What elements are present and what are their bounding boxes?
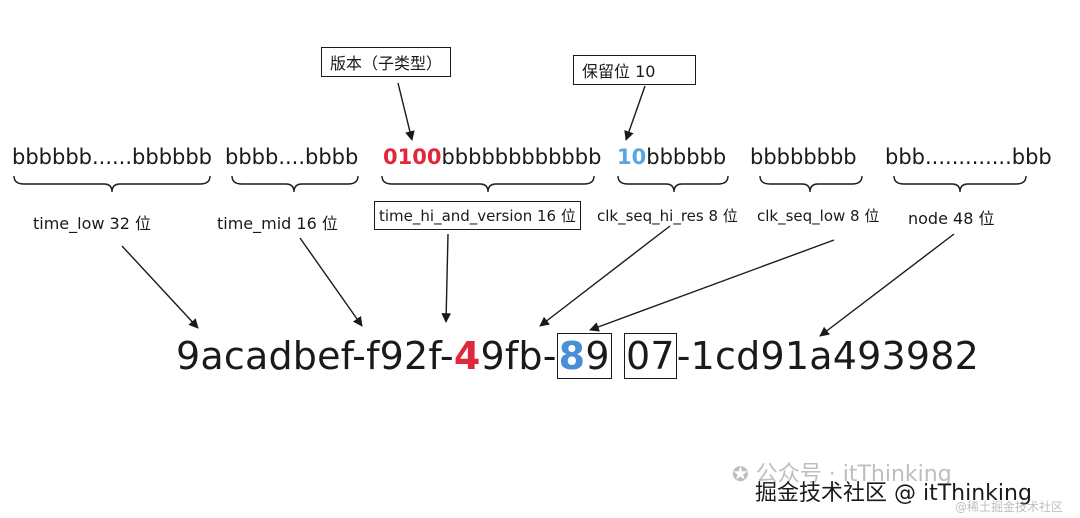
arrow-clk-low: [589, 239, 835, 332]
version-callout: 版本（子类型）: [321, 47, 452, 77]
arrow-time-low: [121, 245, 199, 329]
field-clk-seq-low: clk_seq_low 8 位: [757, 207, 880, 225]
uuid-part2: 9fb-: [480, 334, 557, 378]
variant-bits: 10: [617, 145, 647, 169]
version-callout-label: 版本（子类型）: [330, 54, 443, 73]
bits-clk-hi-rest: bbbbbb: [646, 145, 727, 169]
brace-time-low: [13, 175, 211, 193]
bits-time-hi: 0100bbbbbbbbbbbb: [383, 145, 601, 169]
bits-time-low: bbbbbb......bbbbbb: [12, 145, 213, 169]
bits-clk-hi: 10bbbbbb: [617, 145, 726, 169]
arrow-version: [397, 82, 415, 141]
field-clk-seq-hi-res: clk_seq_hi_res 8 位: [597, 207, 738, 225]
uuid-variant-digit: 8: [558, 334, 586, 378]
arrow-time-mid: [299, 237, 363, 327]
field-time-low: time_low 32 位: [33, 214, 152, 233]
bits-time-hi-rest: bbbbbbbbbbbb: [441, 145, 602, 169]
arrow-clk-hi: [539, 225, 671, 327]
field-node: node 48 位: [908, 209, 995, 228]
uuid-clk-seq-hi-box: 89: [556, 333, 612, 379]
arrow-node: [819, 233, 955, 337]
uuid-version-digit: 4: [453, 334, 481, 378]
watermark-juejin: 掘金技术社区 @ itThinking: [755, 481, 1032, 506]
brace-node: [893, 175, 1027, 193]
watermark-juejin-small: @稀土掘金技术社区: [955, 500, 1064, 514]
brace-time-hi: [381, 175, 595, 193]
uuid-clk-seq-low-box: 07: [623, 333, 677, 379]
uuid-part5: -1cd91a493982: [676, 334, 979, 378]
field-time-hi-and-version: time_hi_and_version 16 位: [374, 201, 581, 230]
brace-clk-hi: [617, 175, 729, 193]
wechat-icon: ✪: [732, 462, 749, 486]
reserved-callout: 保留位 10: [573, 55, 697, 85]
reserved-callout-label: 保留位 10: [582, 62, 656, 81]
brace-time-mid: [231, 175, 359, 193]
watermark-wechat: ✪ 公众号 · itThinking: [732, 456, 952, 488]
uuid-part4: 07: [625, 334, 675, 378]
uuid-part3: 9: [585, 334, 610, 378]
uuid-example: 9acadbef-f92f-49fb-89 07-1cd91a493982: [176, 333, 979, 379]
uuid-part1: 9acadbef-f92f-: [176, 334, 454, 378]
bits-time-mid: bbbb....bbbb: [225, 145, 359, 169]
field-time-mid: time_mid 16 位: [217, 214, 338, 233]
version-bits: 0100: [383, 145, 442, 169]
arrow-time-hi: [441, 233, 452, 323]
bits-node: bbb.............bbb: [885, 145, 1052, 169]
watermark-line1: 公众号 · itThinking: [755, 462, 952, 487]
bits-clk-low: bbbbbbbb: [750, 145, 857, 169]
brace-clk-low: [759, 175, 863, 193]
arrow-reserved: [624, 85, 646, 141]
